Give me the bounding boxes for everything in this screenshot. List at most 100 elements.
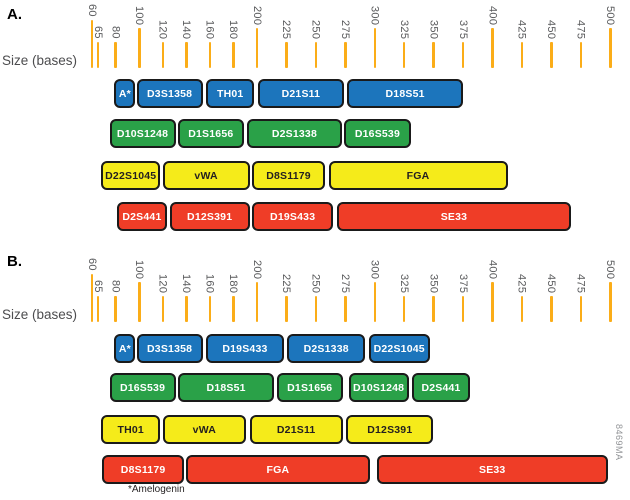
axis-tick-label: 450 xyxy=(545,273,558,293)
axis-tick xyxy=(344,42,347,68)
amelogenin-footnote: *Amelogenin xyxy=(128,484,185,495)
axis-tick-label: 400 xyxy=(486,5,499,25)
marker-box-yellow: FGA xyxy=(328,161,508,190)
axis-tick-label: 425 xyxy=(515,273,528,293)
axis-tick xyxy=(255,282,259,322)
axis-tick xyxy=(461,42,465,68)
panel-b-label: B. xyxy=(7,253,22,270)
marker-box-green: D1S1656 xyxy=(177,119,244,148)
axis-tick-label: 250 xyxy=(309,273,322,293)
axis-tick-label: 65 xyxy=(91,26,104,39)
marker-box-green: D2S441 xyxy=(412,373,470,402)
axis-tick-label: 140 xyxy=(180,19,193,39)
marker-box-red: SE33 xyxy=(336,202,572,231)
axis-tick xyxy=(185,42,188,68)
axis-tick-label: 400 xyxy=(486,259,499,279)
axis-tick xyxy=(432,296,435,322)
axis-tick-label: 325 xyxy=(397,19,410,39)
axis-tick-label: 425 xyxy=(515,19,528,39)
axis-tick xyxy=(90,274,94,322)
axis-tick-label: 225 xyxy=(280,19,293,39)
axis-tick-label: 100 xyxy=(133,5,145,25)
axis-tick xyxy=(161,296,165,322)
axis-tick xyxy=(520,42,524,68)
axis-tick-label: 180 xyxy=(227,19,240,39)
axis-tick xyxy=(114,296,117,322)
axis-tick-label: 450 xyxy=(545,19,558,39)
axis-tick-label: 120 xyxy=(156,19,169,39)
marker-box-yellow: D8S1179 xyxy=(252,161,326,190)
axis-tick-label: 500 xyxy=(604,5,616,25)
axis-tick-label: 200 xyxy=(250,5,263,25)
axis-tick xyxy=(461,296,465,322)
marker-box-red: FGA xyxy=(186,455,370,484)
axis-tick-label: 350 xyxy=(427,273,440,293)
axis-tick-label: 65 xyxy=(91,280,104,293)
axis-tick xyxy=(208,296,212,322)
axis-caption-a: Size (bases) xyxy=(2,53,78,68)
marker-box-blue: D22S1045 xyxy=(368,334,430,363)
marker-box-blue: A* xyxy=(114,79,136,108)
marker-box-red: D12S391 xyxy=(169,202,250,231)
axis-tick-label: 140 xyxy=(180,273,193,293)
axis-tick xyxy=(138,282,141,322)
axis-tick-label: 225 xyxy=(280,273,293,293)
axis-tick xyxy=(432,42,435,68)
marker-box-blue: D3S1358 xyxy=(136,334,203,363)
axis-tick xyxy=(114,42,117,68)
axis-tick xyxy=(520,296,524,322)
axis-tick xyxy=(232,296,235,322)
axis-tick xyxy=(138,28,141,68)
marker-box-red: D19S433 xyxy=(252,202,334,231)
axis-tick xyxy=(285,42,288,68)
axis-tick xyxy=(344,296,347,322)
marker-box-yellow: vWA xyxy=(162,161,250,190)
axis-tick xyxy=(579,296,583,322)
marker-box-yellow: D22S1045 xyxy=(101,161,161,190)
axis-tick-label: 325 xyxy=(397,273,410,293)
axis-tick xyxy=(161,42,165,68)
axis-tick xyxy=(402,296,406,322)
axis-tick-label: 80 xyxy=(109,280,122,293)
axis-tick xyxy=(285,296,288,322)
axis-tick-label: 350 xyxy=(427,19,440,39)
marker-box-blue: D2S1338 xyxy=(287,334,366,363)
axis-caption-b: Size (bases) xyxy=(2,307,78,322)
marker-box-green: D1S1656 xyxy=(276,373,343,402)
axis-tick xyxy=(208,42,212,68)
axis-tick-label: 375 xyxy=(456,273,469,293)
marker-box-blue: A* xyxy=(114,334,136,363)
marker-box-green: D2S1338 xyxy=(247,119,342,148)
axis-tick xyxy=(550,42,553,68)
axis-tick-label: 300 xyxy=(368,259,381,279)
axis-tick xyxy=(255,28,259,68)
marker-box-green: D16S539 xyxy=(343,119,411,148)
marker-box-blue: D19S433 xyxy=(206,334,284,363)
axis-tick-label: 275 xyxy=(339,19,352,39)
marker-box-blue: D21S11 xyxy=(257,79,344,108)
axis-tick-label: 100 xyxy=(133,259,145,279)
marker-box-yellow: D21S11 xyxy=(249,415,343,444)
marker-box-red: D8S1179 xyxy=(102,455,184,484)
axis-tick-label: 200 xyxy=(250,259,263,279)
marker-box-red: SE33 xyxy=(376,455,608,484)
axis-tick-label: 250 xyxy=(309,19,322,39)
marker-box-green: D16S539 xyxy=(109,373,176,402)
marker-box-blue: D18S51 xyxy=(347,79,463,108)
axis-tick-label: 180 xyxy=(227,273,240,293)
marker-box-green: D10S1248 xyxy=(348,373,409,402)
axis-tick xyxy=(96,296,100,322)
axis-tick xyxy=(90,20,94,68)
axis-tick xyxy=(550,296,553,322)
axis-tick-label: 475 xyxy=(574,273,587,293)
axis-tick xyxy=(579,42,583,68)
axis-tick-label: 375 xyxy=(456,19,469,39)
marker-box-green: D18S51 xyxy=(177,373,275,402)
marker-box-yellow: TH01 xyxy=(101,415,161,444)
axis-tick xyxy=(402,42,406,68)
marker-box-green: D10S1248 xyxy=(109,119,176,148)
axis-tick-label: 160 xyxy=(203,19,216,39)
